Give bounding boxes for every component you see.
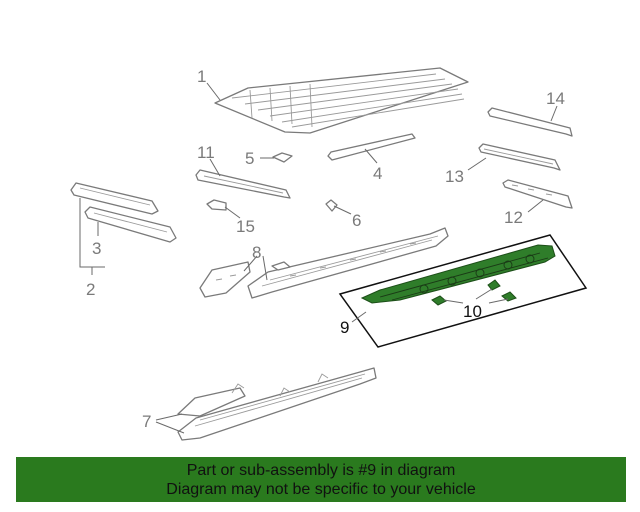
- windshield-header-inner: [84, 206, 177, 243]
- callout-12: 12: [504, 208, 523, 227]
- small-bracket: [325, 199, 338, 212]
- rear-roof-bow: [487, 107, 573, 137]
- callout-5: 5: [245, 149, 254, 168]
- callout-11: 11: [197, 143, 215, 162]
- callout-13: 13: [445, 167, 464, 186]
- callout-2: 2: [86, 280, 95, 299]
- callout-7: 7: [142, 412, 151, 431]
- callout-8: 8: [252, 243, 261, 262]
- windshield-header-outer: [70, 182, 159, 215]
- callout-4: 4: [373, 164, 382, 183]
- banner-line-1: Part or sub-assembly is #9 in diagram: [186, 462, 456, 479]
- info-banner: Part or sub-assembly is #9 in diagram Di…: [16, 457, 626, 502]
- callout-14: 14: [546, 89, 565, 108]
- callout-15: 15: [236, 217, 255, 236]
- header-bracket: [206, 199, 227, 211]
- banner-line-2: Diagram may not be specific to your vehi…: [166, 481, 476, 498]
- roof-panel: [214, 67, 469, 134]
- roof-side-rail-inner: [199, 227, 449, 299]
- callout-10: 10: [463, 302, 482, 321]
- roof-side-rail-assembly-highlighted: [338, 234, 588, 348]
- callout-3: 3: [92, 239, 101, 258]
- callout-1: 1: [197, 67, 206, 86]
- roof-rail-bracket: [502, 179, 573, 209]
- roof-bow: [478, 143, 561, 171]
- center-roof-bow: [327, 133, 416, 161]
- callout-6: 6: [352, 211, 361, 230]
- roof-clip: [272, 152, 293, 163]
- front-header: [195, 169, 291, 199]
- body-side-rail: [177, 367, 377, 441]
- callout-9: 9: [340, 318, 349, 337]
